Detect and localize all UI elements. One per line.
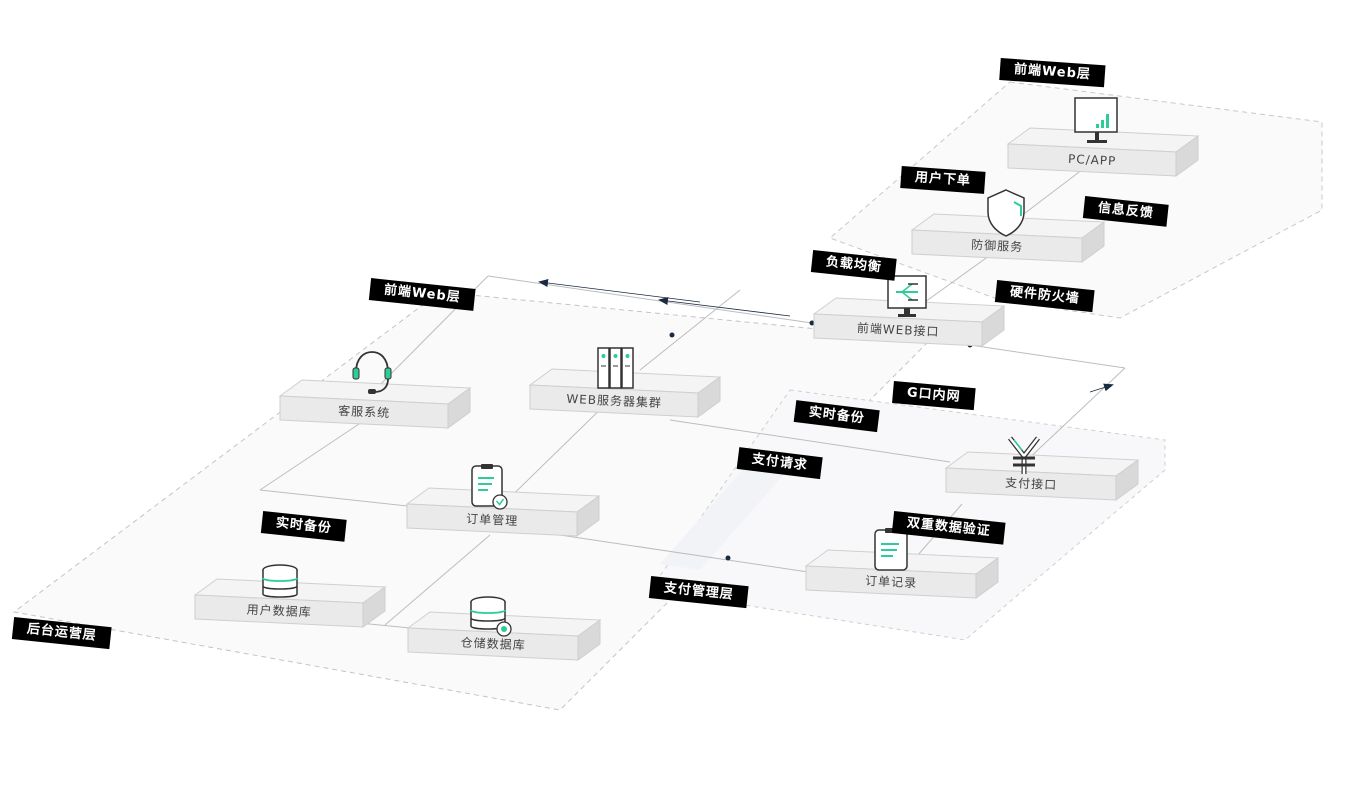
yen-icon [1008, 436, 1040, 474]
node-label: 支付接口 [1005, 475, 1058, 492]
node-label: 前端WEB接口 [857, 320, 940, 339]
node-label: 订单记录 [865, 574, 918, 590]
plane-pay-request-band [660, 450, 800, 570]
node-label: 防御服务 [971, 237, 1024, 254]
arrow-web-to-cluster [658, 297, 791, 317]
node-label: 订单管理 [466, 511, 519, 528]
node-pc-app: PC/APP [1006, 127, 1200, 177]
arrow-intranet [1089, 383, 1114, 393]
database-icon [262, 564, 298, 598]
monitor-chart-icon [1074, 97, 1118, 143]
shield-icon [987, 189, 1025, 237]
clipboard-check-icon [471, 464, 508, 510]
server-rack-icon [597, 347, 634, 389]
node-label: 客服系统 [338, 403, 391, 420]
node-pay-api: 支付接口 [944, 451, 1140, 501]
headset-icon [352, 351, 392, 394]
flow-arrows [538, 279, 1114, 393]
node-label: 仓储数据库 [460, 634, 526, 652]
load-balancer-icon [887, 275, 927, 317]
node-label: PC/APP [1068, 152, 1117, 168]
node-label: WEB服务器集群 [566, 391, 662, 410]
node-customer-service: 客服系统 [278, 379, 472, 429]
plane-frontend-top [829, 81, 1323, 319]
document-list-icon [874, 528, 908, 571]
node-web-api: 前端WEB接口 [812, 297, 1006, 347]
arrow-web-to-left [538, 279, 701, 303]
database-settings-icon [470, 596, 512, 637]
node-label: 用户数据库 [246, 601, 312, 619]
